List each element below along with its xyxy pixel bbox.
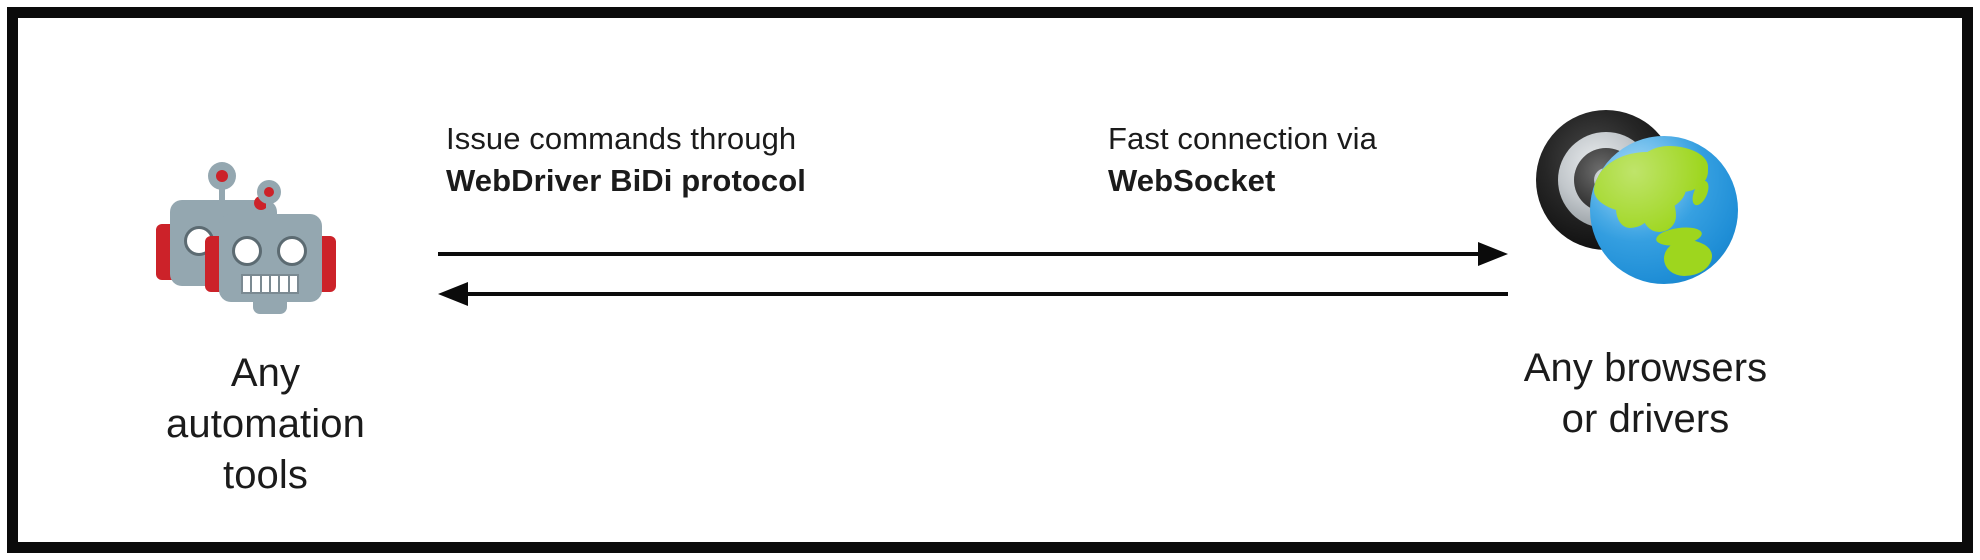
browsers-icon xyxy=(1528,110,1753,285)
antenna-stick-icon xyxy=(266,194,272,218)
landmass-north-asia xyxy=(1636,146,1708,192)
antenna-dot-icon xyxy=(216,170,228,182)
transport-label-line-2: WebSocket xyxy=(1108,163,1276,199)
arrow-backward-head-icon xyxy=(438,282,468,306)
arrow-forward-head-icon xyxy=(1478,242,1508,266)
commands-edge-label: Issue commands through WebDriver BiDi pr… xyxy=(446,118,806,202)
arrow-group xyxy=(438,242,1508,313)
client-node-caption: Any automation tools xyxy=(123,348,408,502)
landmass-australia xyxy=(1664,240,1712,276)
client-caption-line-1: Any xyxy=(230,351,301,395)
robots-icon xyxy=(156,148,371,314)
commands-label-line-2: WebDriver BiDi protocol xyxy=(446,163,806,199)
commands-label-line-1: Issue commands through xyxy=(446,121,797,156)
robot-mouth-icon xyxy=(241,274,299,294)
client-caption-line-2: automation xyxy=(166,402,365,447)
antenna-stick-icon xyxy=(219,178,225,204)
antenna-dot-icon xyxy=(264,187,274,197)
landmass-new-zealand xyxy=(1714,264,1727,275)
arrow-backward xyxy=(438,282,1508,306)
diagram-frame: Any automation tools Issue commands thro… xyxy=(7,7,1973,553)
globe-icon xyxy=(1590,136,1738,284)
robot-eye-left-icon xyxy=(232,236,262,266)
server-caption-line-1: Any browsers xyxy=(1523,346,1768,390)
arrow-forward-shaft xyxy=(438,252,1482,256)
client-caption-line-3: tools xyxy=(223,453,308,498)
landmass-southeast-asia xyxy=(1642,192,1676,232)
arrow-forward xyxy=(438,242,1508,266)
server-caption-line-2: or drivers xyxy=(1561,397,1730,442)
server-node-caption: Any browsers or drivers xyxy=(1473,343,1818,445)
robot-eye-right-icon xyxy=(277,236,307,266)
robot-neck-icon xyxy=(253,300,287,314)
transport-edge-label: Fast connection via WebSocket xyxy=(1108,118,1377,202)
globe-ocean xyxy=(1590,136,1738,284)
robot-front xyxy=(203,180,338,321)
arrow-backward-shaft xyxy=(464,292,1508,296)
transport-label-line-1: Fast connection via xyxy=(1108,121,1377,156)
